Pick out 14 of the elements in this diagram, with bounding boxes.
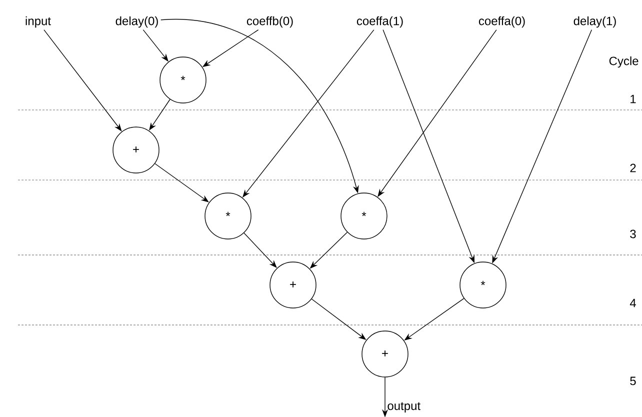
cycle-number: 2 <box>630 164 636 172</box>
edge-label: output <box>388 402 420 412</box>
cycle-number: 1 <box>630 94 636 104</box>
cycle-number: 3 <box>630 230 636 238</box>
cycle-number: 4 <box>630 298 636 308</box>
signal-label: coeffa(1) <box>356 16 403 28</box>
signal-label: coeffa(0) <box>478 16 525 28</box>
arrow <box>244 232 277 268</box>
cycle-number: 5 <box>630 376 636 386</box>
signal-label: coeffb(0) <box>246 16 293 28</box>
signal-label: delay(0) <box>116 16 158 28</box>
signal-label: input <box>26 16 51 28</box>
axis-title: Cycle <box>609 56 638 68</box>
signal-label: delay(1) <box>574 16 616 28</box>
